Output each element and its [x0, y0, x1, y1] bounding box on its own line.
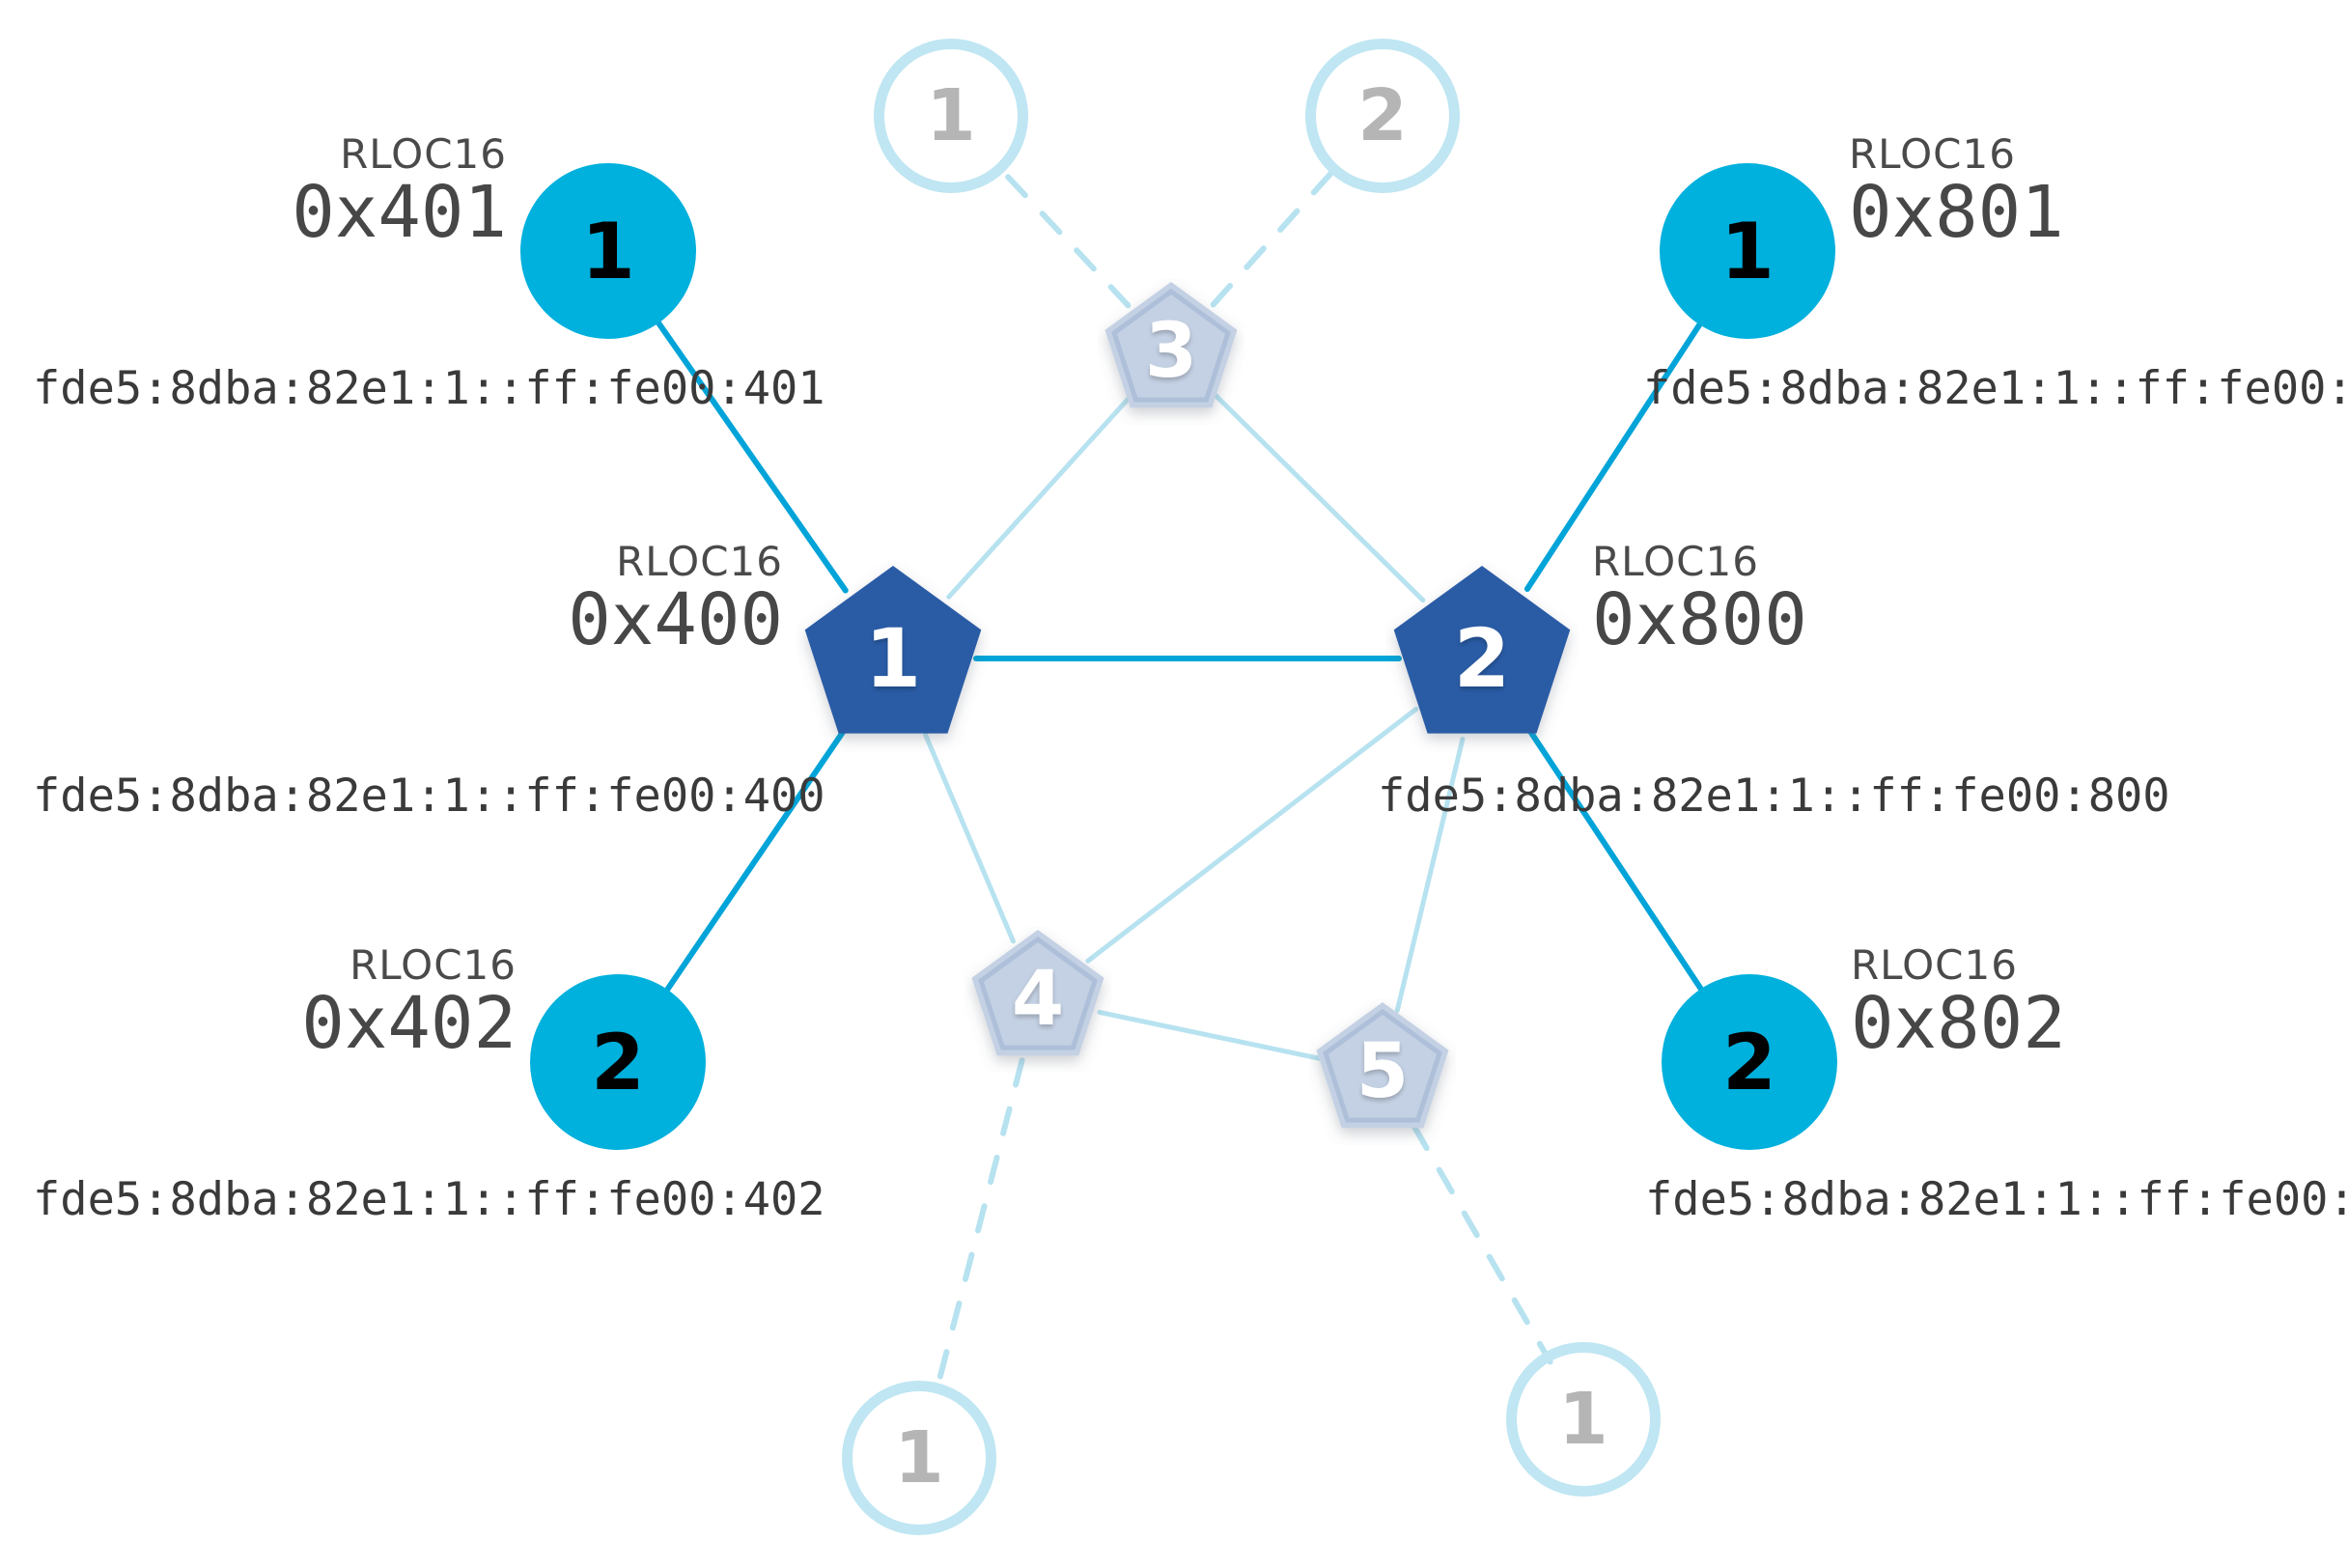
link-child-402-to-router-400 [657, 724, 850, 1003]
link-child-401-to-router-400 [648, 310, 849, 594]
rloc16-caption: RLOC16 [340, 130, 507, 178]
rloc16-value: 0x400 [568, 578, 783, 662]
ipv6-address-child-401: fde5:8dba:82e1:1::ff:fe00:401 [33, 362, 825, 415]
ipv6-address-child-402: fde5:8dba:82e1:1::ff:fe00:402 [33, 1173, 825, 1226]
rloc16-value: 0x800 [1592, 578, 1807, 662]
node-router-400[interactable]: 1 [797, 562, 990, 755]
node-id-text: 2 [591, 1017, 645, 1107]
node-id-text: 1 [1558, 1378, 1608, 1461]
node-id-text: 2 [1453, 611, 1511, 706]
node-id-text: 2 [1357, 74, 1408, 157]
ipv6-address-router-800: fde5:8dba:82e1:1::ff:fe00:800 [1378, 770, 2170, 823]
node-id-text: 5 [1356, 1028, 1410, 1115]
node-ghost-bottom-1[interactable]: 1 [842, 1381, 996, 1535]
pentagon-shape [804, 566, 982, 734]
node-router-4[interactable]: 4 [964, 926, 1111, 1073]
link-router-4-to-ghost-bottom-1 [933, 1057, 1025, 1397]
node-router-800[interactable]: 2 [1385, 562, 1579, 755]
pentagon-shape [971, 930, 1104, 1056]
edges-group [648, 161, 1711, 1397]
rloc16-value: 0x402 [301, 982, 517, 1066]
node-child-401[interactable]: 1 [520, 163, 696, 339]
rloc16-value: 0x801 [1849, 171, 2064, 255]
node-id-text: 1 [581, 206, 635, 296]
node-child-802[interactable]: 2 [1662, 974, 1837, 1150]
link-child-801-to-router-800 [1523, 311, 1710, 592]
rloc16-value: 0x401 [292, 171, 507, 255]
link-router-800-to-router-3 [1214, 393, 1426, 603]
rloc16-value: 0x802 [1851, 982, 2066, 1066]
node-child-801[interactable]: 1 [1660, 163, 1835, 339]
link-router-800-to-router-4 [1085, 706, 1419, 964]
link-router-400-to-router-4 [923, 732, 1016, 944]
rloc16-caption: RLOC16 [1849, 130, 2016, 178]
rloc16-caption: RLOC16 [1851, 941, 2018, 989]
node-ghost-top-1[interactable]: 1 [874, 39, 1028, 193]
node-router-3[interactable]: 3 [1098, 278, 1244, 425]
node-ghost-top-2[interactable]: 2 [1305, 39, 1460, 193]
link-router-3-to-ghost-top-2 [1210, 162, 1342, 308]
link-child-802-to-router-800 [1524, 724, 1711, 1002]
node-id-text: 1 [864, 611, 922, 706]
node-router-5[interactable]: 5 [1309, 998, 1456, 1145]
link-router-5-to-ghost-bottom-2 [1411, 1123, 1553, 1365]
link-router-3-to-ghost-top-1 [992, 161, 1132, 309]
node-id-text: 1 [1720, 206, 1775, 296]
ipv6-address-router-400: fde5:8dba:82e1:1::ff:fe00:400 [33, 770, 825, 823]
node-id-text: 4 [1011, 956, 1065, 1043]
ipv6-address-child-801: fde5:8dba:82e1:1::ff:fe00:801 [1643, 362, 2348, 415]
link-router-800-to-router-5 [1394, 737, 1466, 1013]
node-ghost-bottom-2[interactable]: 1 [1506, 1342, 1661, 1497]
link-router-400-to-router-3 [946, 395, 1132, 600]
rloc16-caption: RLOC16 [349, 941, 517, 989]
rloc16-caption: RLOC16 [616, 538, 783, 585]
node-id-text: 2 [1722, 1017, 1776, 1107]
link-router-4-to-router-5 [1097, 1009, 1324, 1062]
node-id-text: 1 [894, 1416, 944, 1499]
pentagon-shape [1104, 282, 1238, 408]
rloc16-caption: RLOC16 [1592, 538, 1759, 585]
pentagon-shape [1316, 1002, 1449, 1129]
ipv6-address-child-802: fde5:8dba:82e1:1::ff:fe00:802 [1645, 1173, 2348, 1226]
node-id-text: 1 [926, 74, 976, 157]
pentagon-shape [1393, 566, 1571, 734]
node-id-text: 3 [1144, 308, 1198, 395]
node-child-402[interactable]: 2 [530, 974, 706, 1150]
